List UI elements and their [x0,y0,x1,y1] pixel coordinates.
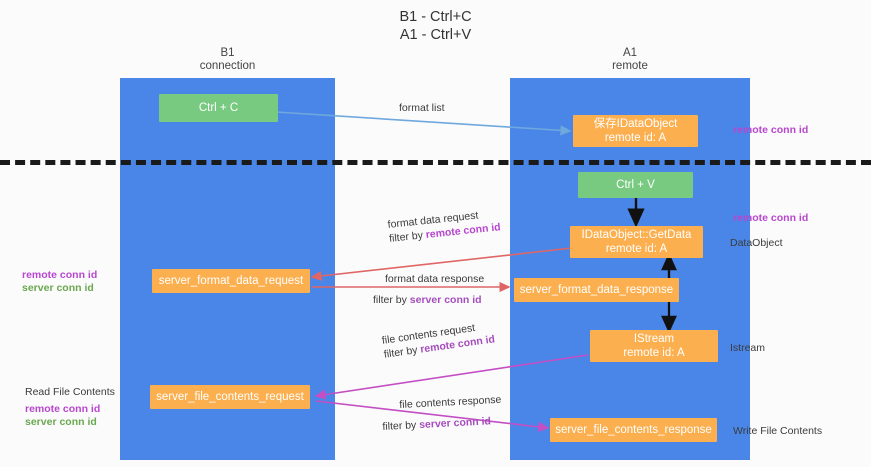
section-divider [0,160,871,165]
box-server-file-contents-response[interactable]: server_file_contents_response [550,418,717,442]
lane-header-b1: B1 connection [199,47,256,72]
box-server-format-data-response-label: server_format_data_response [519,284,674,296]
key-server-conn-id: server conn id [418,415,492,432]
box-ctrl-c-label: Ctrl + C [198,102,239,114]
annotation-left-server-conn-id-mid: server conn id [22,282,94,294]
edge-label-file-contents-response-top: file contents response [399,393,502,412]
annotation-left-server-conn-id-bottom: server conn id [25,416,97,428]
box-save-idataobject[interactable]: 保存IDataObject remote id: A [573,115,698,147]
annotation-istream: Istream [730,342,766,354]
box-server-format-data-request-label: server_format_data_request [158,275,304,287]
box-istream-line1: IStream [633,333,675,345]
annotation-left-remote-conn-id-bottom: remote conn id [25,403,101,415]
annotation-write-file-contents: Write File Contents [733,425,823,437]
box-istream[interactable]: IStream remote id: A [590,330,718,362]
edge-label-format-data-response: format data response filter by server co… [373,272,485,307]
box-getdata-line1: IDataObject::GetData [581,229,692,241]
edge-label-format-data-response-bottom: filter by server conn id [373,294,482,306]
box-ctrl-v[interactable]: Ctrl + V [578,172,693,198]
edge-label-file-contents-response: file contents response filter by server … [381,393,503,434]
edge-label-format-list-text: format list [399,102,445,114]
annotation-remote-conn-id-mid: remote conn id [733,212,809,224]
box-server-file-contents-response-label: server_file_contents_response [555,424,712,436]
lane-header-a1: A1 remote [612,47,648,72]
box-server-format-data-request[interactable]: server_format_data_request [152,269,310,293]
annotation-dataobject: DataObject [730,237,783,249]
box-save-idataobject-line2: remote id: A [604,132,667,144]
box-server-file-contents-request[interactable]: server_file_contents_request [150,385,310,409]
key-server-conn-id: server conn id [409,294,482,306]
edge-label-format-list: format list [399,101,445,115]
box-server-format-data-response[interactable]: server_format_data_response [514,278,679,302]
annotation-read-file-contents: Read File Contents [25,386,115,398]
edge-label-file-contents-response-bottom: filter by server conn id [382,415,492,433]
box-idataobject-getdata[interactable]: IDataObject::GetData remote id: A [570,226,703,258]
annotation-left-remote-conn-id-mid: remote conn id [22,269,98,281]
edge-label-format-data-response-top: format data response [385,273,485,285]
box-ctrl-c[interactable]: Ctrl + C [159,94,278,122]
box-getdata-line2: remote id: A [605,243,668,255]
box-ctrl-v-label: Ctrl + V [616,179,655,191]
box-server-file-contents-request-label: server_file_contents_request [156,391,304,403]
diagram-title: B1 - Ctrl+C A1 - Ctrl+V [399,9,472,43]
box-istream-line2: remote id: A [623,347,685,359]
annotation-remote-conn-id-top: remote conn id [733,124,809,136]
box-save-idataobject-line1: 保存IDataObject [593,118,678,130]
edge-label-format-data-request: format data request filter by remote con… [387,206,501,246]
edge-label-file-contents-request: file contents request filter by remote c… [381,318,496,361]
